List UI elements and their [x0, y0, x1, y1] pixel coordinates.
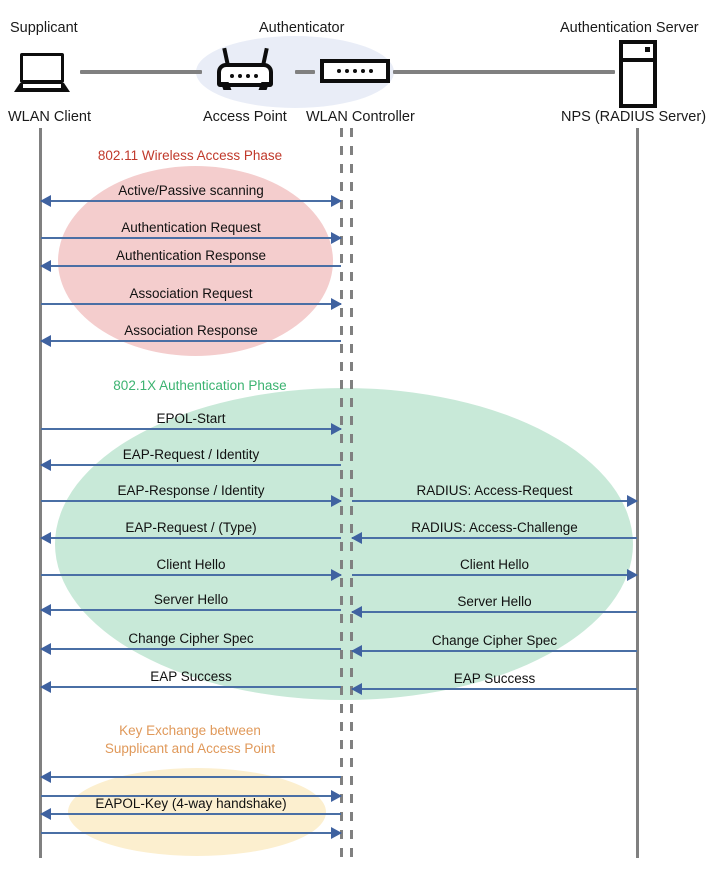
arrowhead-left-icon — [40, 603, 51, 616]
message-label: Association Response — [124, 322, 258, 338]
message-label: RADIUS: Access-Request — [416, 482, 573, 498]
arrowhead-left-icon — [40, 770, 51, 783]
arrowhead-right-icon — [331, 826, 342, 839]
phase-ellipse-key-exchange — [68, 768, 326, 856]
wire-ap-to-controller — [295, 70, 315, 74]
arrowhead-right-icon — [331, 297, 342, 310]
actor-device-access-point: Access Point — [203, 109, 287, 125]
arrowhead-right-icon — [627, 568, 638, 581]
arrowhead-left-icon — [351, 682, 362, 695]
phase-ellipse-wireless-access — [58, 166, 333, 356]
message-eapol-key-1 — [40, 770, 341, 783]
actor-device-wlan-controller: WLAN Controller — [306, 109, 415, 125]
arrowhead-left-icon — [351, 531, 362, 544]
lifeline-access-point — [340, 128, 343, 858]
arrowhead-right-icon — [331, 568, 342, 581]
message-label: Authentication Request — [121, 219, 261, 235]
message-label: Change Cipher Spec — [128, 630, 254, 646]
actor-role-supplicant: Supplicant — [10, 20, 78, 36]
message-label: Server Hello — [457, 593, 532, 609]
message-eapol-key-3: EAPOL-Key (4-way handshake) — [40, 796, 341, 820]
message-label: EAP-Request / (Type) — [125, 519, 257, 535]
phase-title-dot1x-auth: 802.1X Authentication Phase — [113, 378, 287, 393]
arrowhead-left-icon — [40, 458, 51, 471]
message-label: Authentication Response — [115, 247, 267, 263]
server-icon — [619, 40, 657, 108]
message-association-response: Association Response — [40, 323, 341, 347]
arrowhead-right-icon — [331, 789, 342, 802]
message-label: Active/Passive scanning — [118, 182, 264, 198]
message-label: EAP Success — [150, 668, 232, 684]
message-label: EAP-Response / Identity — [117, 482, 265, 498]
lifeline-auth-server — [636, 128, 639, 858]
message-eapol-start: EPOL-Start — [41, 411, 342, 435]
actor-device-nps-radius-server: NPS (RADIUS Server) — [561, 109, 707, 125]
message-change-cipher-spec-right: Change Cipher Spec — [351, 633, 637, 657]
message-authentication-request: Authentication Request — [41, 220, 342, 244]
message-label: Change Cipher Spec — [431, 632, 558, 648]
message-label: Client Hello — [156, 556, 226, 572]
message-radius-access-request: RADIUS: Access-Request — [352, 483, 638, 507]
message-radius-access-challenge: RADIUS: Access-Challenge — [351, 520, 637, 544]
message-eap-success-right: EAP Success — [351, 671, 637, 695]
message-eap-request-identity: EAP-Request / Identity — [40, 447, 341, 471]
message-authentication-response: Authentication Response — [40, 248, 341, 272]
arrowhead-left-icon — [351, 644, 362, 657]
message-label: Association Request — [129, 285, 253, 301]
lifeline-wlan-controller — [350, 128, 353, 858]
arrowhead-left-icon — [40, 334, 51, 347]
arrowhead-left-icon — [40, 642, 51, 655]
message-active-passive-scanning: Active/Passive scanning — [40, 183, 342, 207]
arrowhead-right-icon — [331, 194, 342, 207]
message-association-request: Association Request — [41, 286, 342, 310]
actor-device-wlan-client: WLAN Client — [8, 109, 91, 125]
message-eap-request-type: EAP-Request / (Type) — [40, 520, 341, 544]
message-client-hello-right: Client Hello — [352, 557, 638, 581]
message-label: Server Hello — [153, 591, 229, 607]
laptop-icon — [14, 53, 70, 95]
phase-ellipse-dot1x-auth — [55, 388, 633, 700]
arrowhead-right-icon — [331, 422, 342, 435]
phase-title-key-exchange-line2: Supplicant and Access Point — [104, 741, 276, 756]
arrowhead-right-icon — [331, 231, 342, 244]
message-eapol-key-2 — [41, 789, 342, 802]
message-eap-success-left: EAP Success — [40, 669, 341, 693]
message-eapol-key-4 — [41, 826, 342, 839]
arrowhead-left-icon — [40, 680, 51, 693]
message-label: RADIUS: Access-Challenge — [411, 519, 578, 535]
arrowhead-right-icon — [331, 494, 342, 507]
arrowhead-left-icon — [351, 605, 362, 618]
message-server-hello-right: Server Hello — [351, 594, 637, 618]
actor-role-authentication-server: Authentication Server — [560, 20, 699, 36]
wire-controller-to-server — [393, 70, 615, 74]
arrowhead-left-icon — [40, 531, 51, 544]
message-label: EAP-Request / Identity — [122, 446, 260, 462]
arrowhead-left-icon — [40, 259, 51, 272]
message-server-hello-left: Server Hello — [40, 592, 341, 616]
lifeline-supplicant — [39, 128, 42, 858]
message-label: Client Hello — [459, 556, 530, 572]
wire-client-to-ap — [80, 70, 202, 74]
wlan-controller-icon — [320, 59, 390, 83]
actor-role-authenticator: Authenticator — [259, 20, 345, 36]
message-label: EPOL-Start — [156, 410, 226, 426]
message-label: EAPOL-Key (4-way handshake) — [95, 795, 287, 811]
phase-title-key-exchange-line1: Key Exchange between — [119, 723, 261, 738]
arrowhead-left-icon — [40, 807, 51, 820]
phase-title-wireless-access: 802.11 Wireless Access Phase — [97, 148, 283, 163]
message-label: EAP Success — [453, 670, 536, 686]
arrowhead-right-icon — [627, 494, 638, 507]
message-client-hello-left: Client Hello — [41, 557, 342, 581]
access-point-icon — [217, 47, 273, 96]
message-eap-response-identity: EAP-Response / Identity — [41, 483, 342, 507]
arrowhead-left-icon — [40, 194, 51, 207]
message-change-cipher-spec-left: Change Cipher Spec — [40, 631, 341, 655]
